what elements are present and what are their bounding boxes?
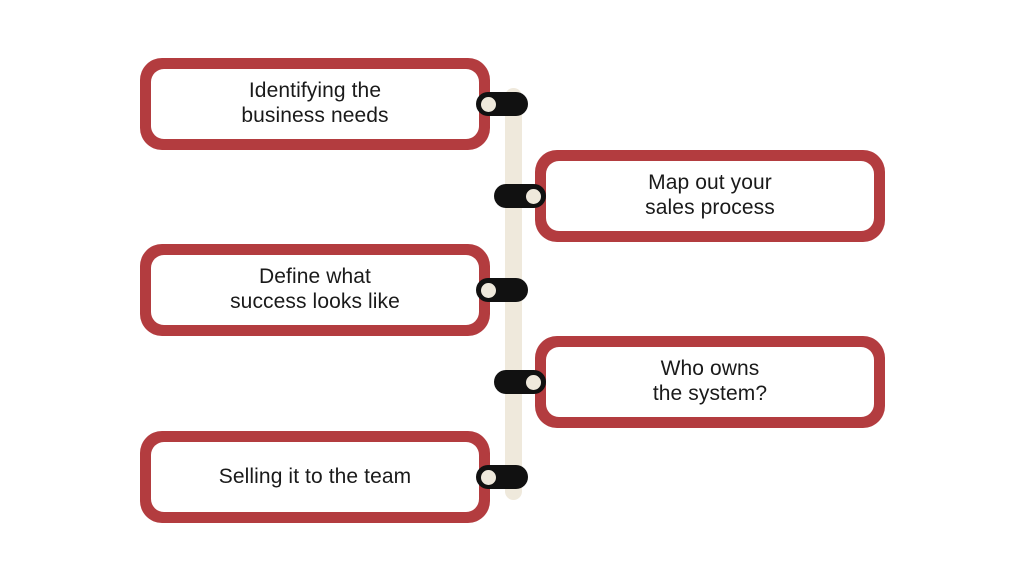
- timeline-node-2-inner: Map out your sales process: [546, 161, 874, 231]
- connector-dot-icon: [526, 374, 541, 390]
- timeline-connector-1: [476, 92, 528, 116]
- timeline-node-3-label: Define what success looks like: [230, 265, 400, 313]
- connector-dot-icon: [481, 469, 496, 485]
- timeline-node-2[interactable]: Map out your sales process: [535, 150, 885, 242]
- timeline-node-4-inner: Who owns the system?: [546, 347, 874, 417]
- connector-dot-icon: [481, 282, 496, 298]
- timeline-node-5[interactable]: Selling it to the team: [140, 431, 490, 523]
- timeline-node-1-label: Identifying the business needs: [241, 79, 389, 127]
- timeline-connector-2: [494, 184, 546, 208]
- timeline-node-3-inner: Define what success looks like: [151, 255, 479, 325]
- timeline-connector-4: [494, 370, 546, 394]
- timeline-connector-5: [476, 465, 528, 489]
- connector-dot-icon: [526, 188, 541, 204]
- timeline-node-2-label: Map out your sales process: [645, 171, 775, 219]
- connector-dot-icon: [481, 96, 496, 112]
- timeline-node-5-inner: Selling it to the team: [151, 442, 479, 512]
- timeline-node-1-inner: Identifying the business needs: [151, 69, 479, 139]
- timeline-connector-3: [476, 278, 528, 302]
- timeline-node-3[interactable]: Define what success looks like: [140, 244, 490, 336]
- timeline-node-4-label: Who owns the system?: [652, 357, 768, 405]
- timeline-node-4[interactable]: Who owns the system?: [535, 336, 885, 428]
- timeline-node-1[interactable]: Identifying the business needs: [140, 58, 490, 150]
- timeline-node-5-label: Selling it to the team: [218, 464, 412, 488]
